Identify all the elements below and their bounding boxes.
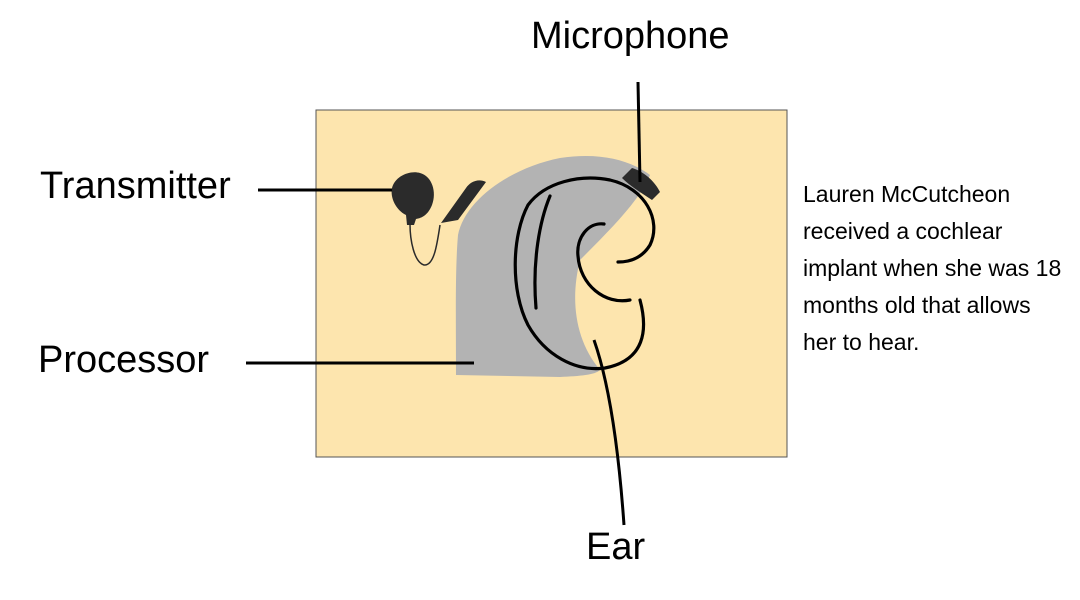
transmitter xyxy=(391,172,434,225)
ear-inner-helix xyxy=(533,194,552,310)
caption-text: Lauren McCutcheon received a cochlear im… xyxy=(803,181,1062,355)
microphone-label: Microphone xyxy=(531,15,730,57)
transmitter-cable xyxy=(409,223,441,266)
transmitter-label: Transmitter xyxy=(40,165,231,207)
ear-label: Ear xyxy=(586,526,646,568)
ear-concha xyxy=(576,222,632,303)
processor-body xyxy=(455,155,650,377)
microphone-leader-line xyxy=(636,81,642,183)
microphone xyxy=(622,168,660,200)
ear-outline xyxy=(513,176,656,371)
processor-label: Processor xyxy=(38,339,210,381)
ear-leader-line xyxy=(592,339,626,526)
cable-connector xyxy=(441,180,486,223)
